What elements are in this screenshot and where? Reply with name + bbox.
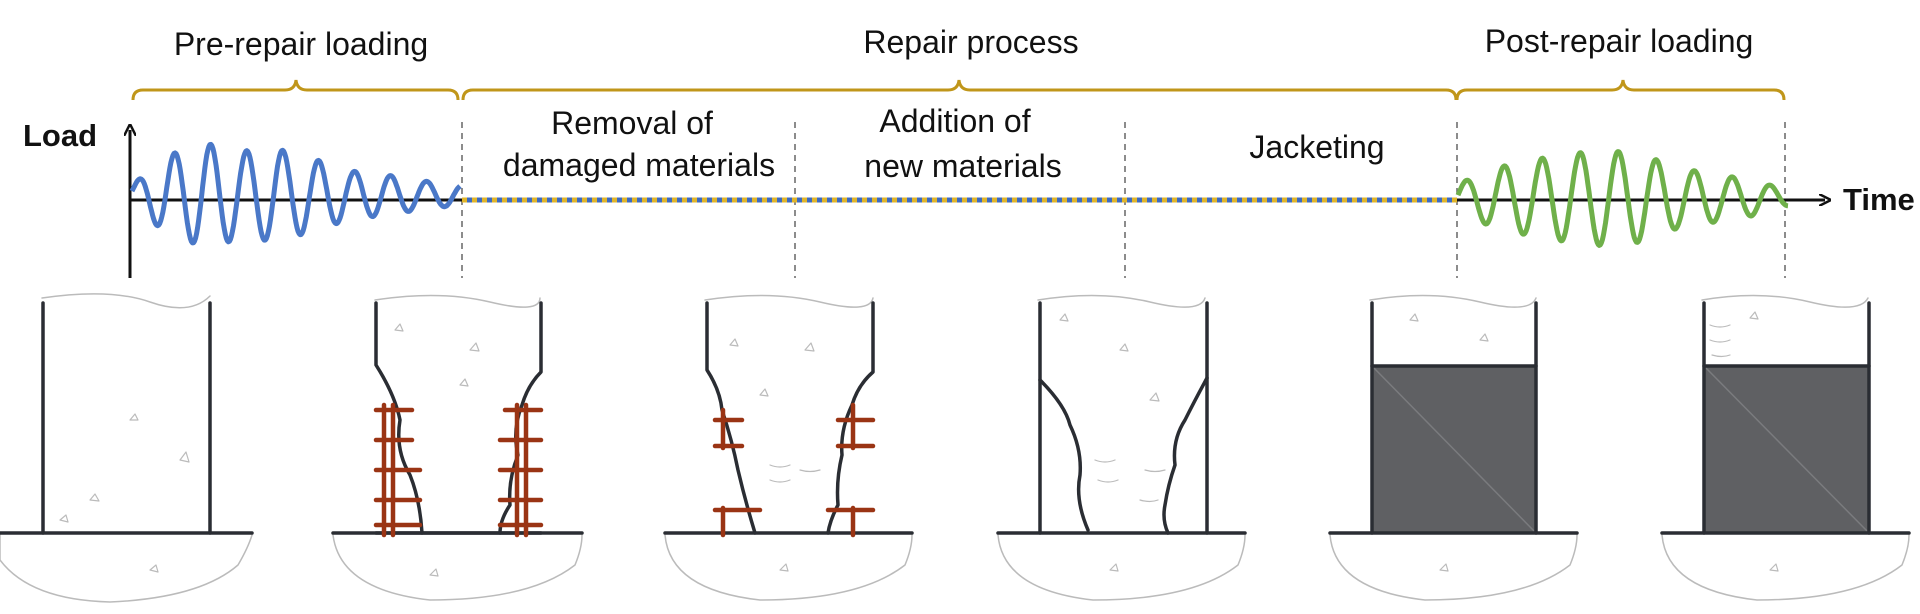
addition-step-label-line1: Addition of <box>879 103 1031 139</box>
repair-process-bracket <box>461 79 1458 101</box>
post-repair-phase-label: Post-repair loading <box>1484 23 1754 59</box>
repair-phase-label: Repair process <box>863 24 1079 60</box>
pre-repair-load-signal <box>129 141 462 246</box>
column-intact <box>0 293 254 603</box>
pre-repair-phase-label: Pre-repair loading <box>173 26 429 62</box>
removal-step-label-line1: Removal of <box>551 105 713 141</box>
load-axis-label: Load <box>23 118 98 153</box>
post-repair-bracket <box>1455 79 1786 101</box>
phase-brackets <box>131 79 1786 101</box>
column-post-repair <box>1660 294 1911 601</box>
pre-repair-bracket <box>131 79 460 101</box>
column-removed <box>663 294 914 601</box>
jacketing-step-label: Jacketing <box>1249 129 1385 165</box>
post-repair-load-signal <box>1455 149 1790 248</box>
time-axis-label: Time <box>1843 182 1915 217</box>
removal-step-label-line2: damaged materials <box>502 147 776 183</box>
column-jacketed <box>1328 294 1579 601</box>
column-illustrations <box>0 293 1911 603</box>
addition-step-label-line2: new materials <box>864 148 1062 184</box>
column-damaged <box>331 294 584 601</box>
column-new-material <box>996 294 1247 601</box>
